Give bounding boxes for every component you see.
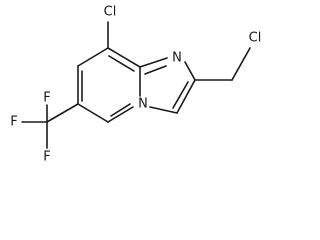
- bond-n1-c2: [184, 61, 196, 81]
- bond-c3-n4: [149, 106, 178, 114]
- bond-c8a-c8-double: [108, 55, 135, 72]
- chlorine-methyl-atom-label: Cl: [249, 31, 262, 46]
- bond-c8-c7: [77, 47, 109, 67]
- chlorine-atom-label: Cl: [104, 5, 117, 20]
- fluorine-left-atom-label: F: [10, 115, 17, 130]
- fluorine-bottom-atom-label: F: [43, 150, 50, 165]
- bond-ch2-cl: [231, 47, 251, 81]
- bond-c5-n4: [107, 106, 134, 123]
- nitrogen-atom-label: N: [172, 51, 182, 66]
- chemical-structure: Cl N N Cl F F F: [10, 5, 262, 165]
- bond-c6-c5: [77, 103, 109, 123]
- bond-c8a-c8: [107, 47, 141, 68]
- bond-c6-cf3: [46, 103, 79, 123]
- bond-c5-n4-double: [110, 103, 131, 117]
- bond-c8a-n1: [139, 57, 168, 68]
- fluorine-top-atom-label: F: [43, 91, 50, 106]
- bond-c8a-n1-double: [144, 65, 167, 75]
- nitrogen-bridge-atom-label: N: [138, 97, 148, 112]
- bond-c2-c3-double: [172, 81, 189, 109]
- bond-c2-c3: [176, 79, 196, 114]
